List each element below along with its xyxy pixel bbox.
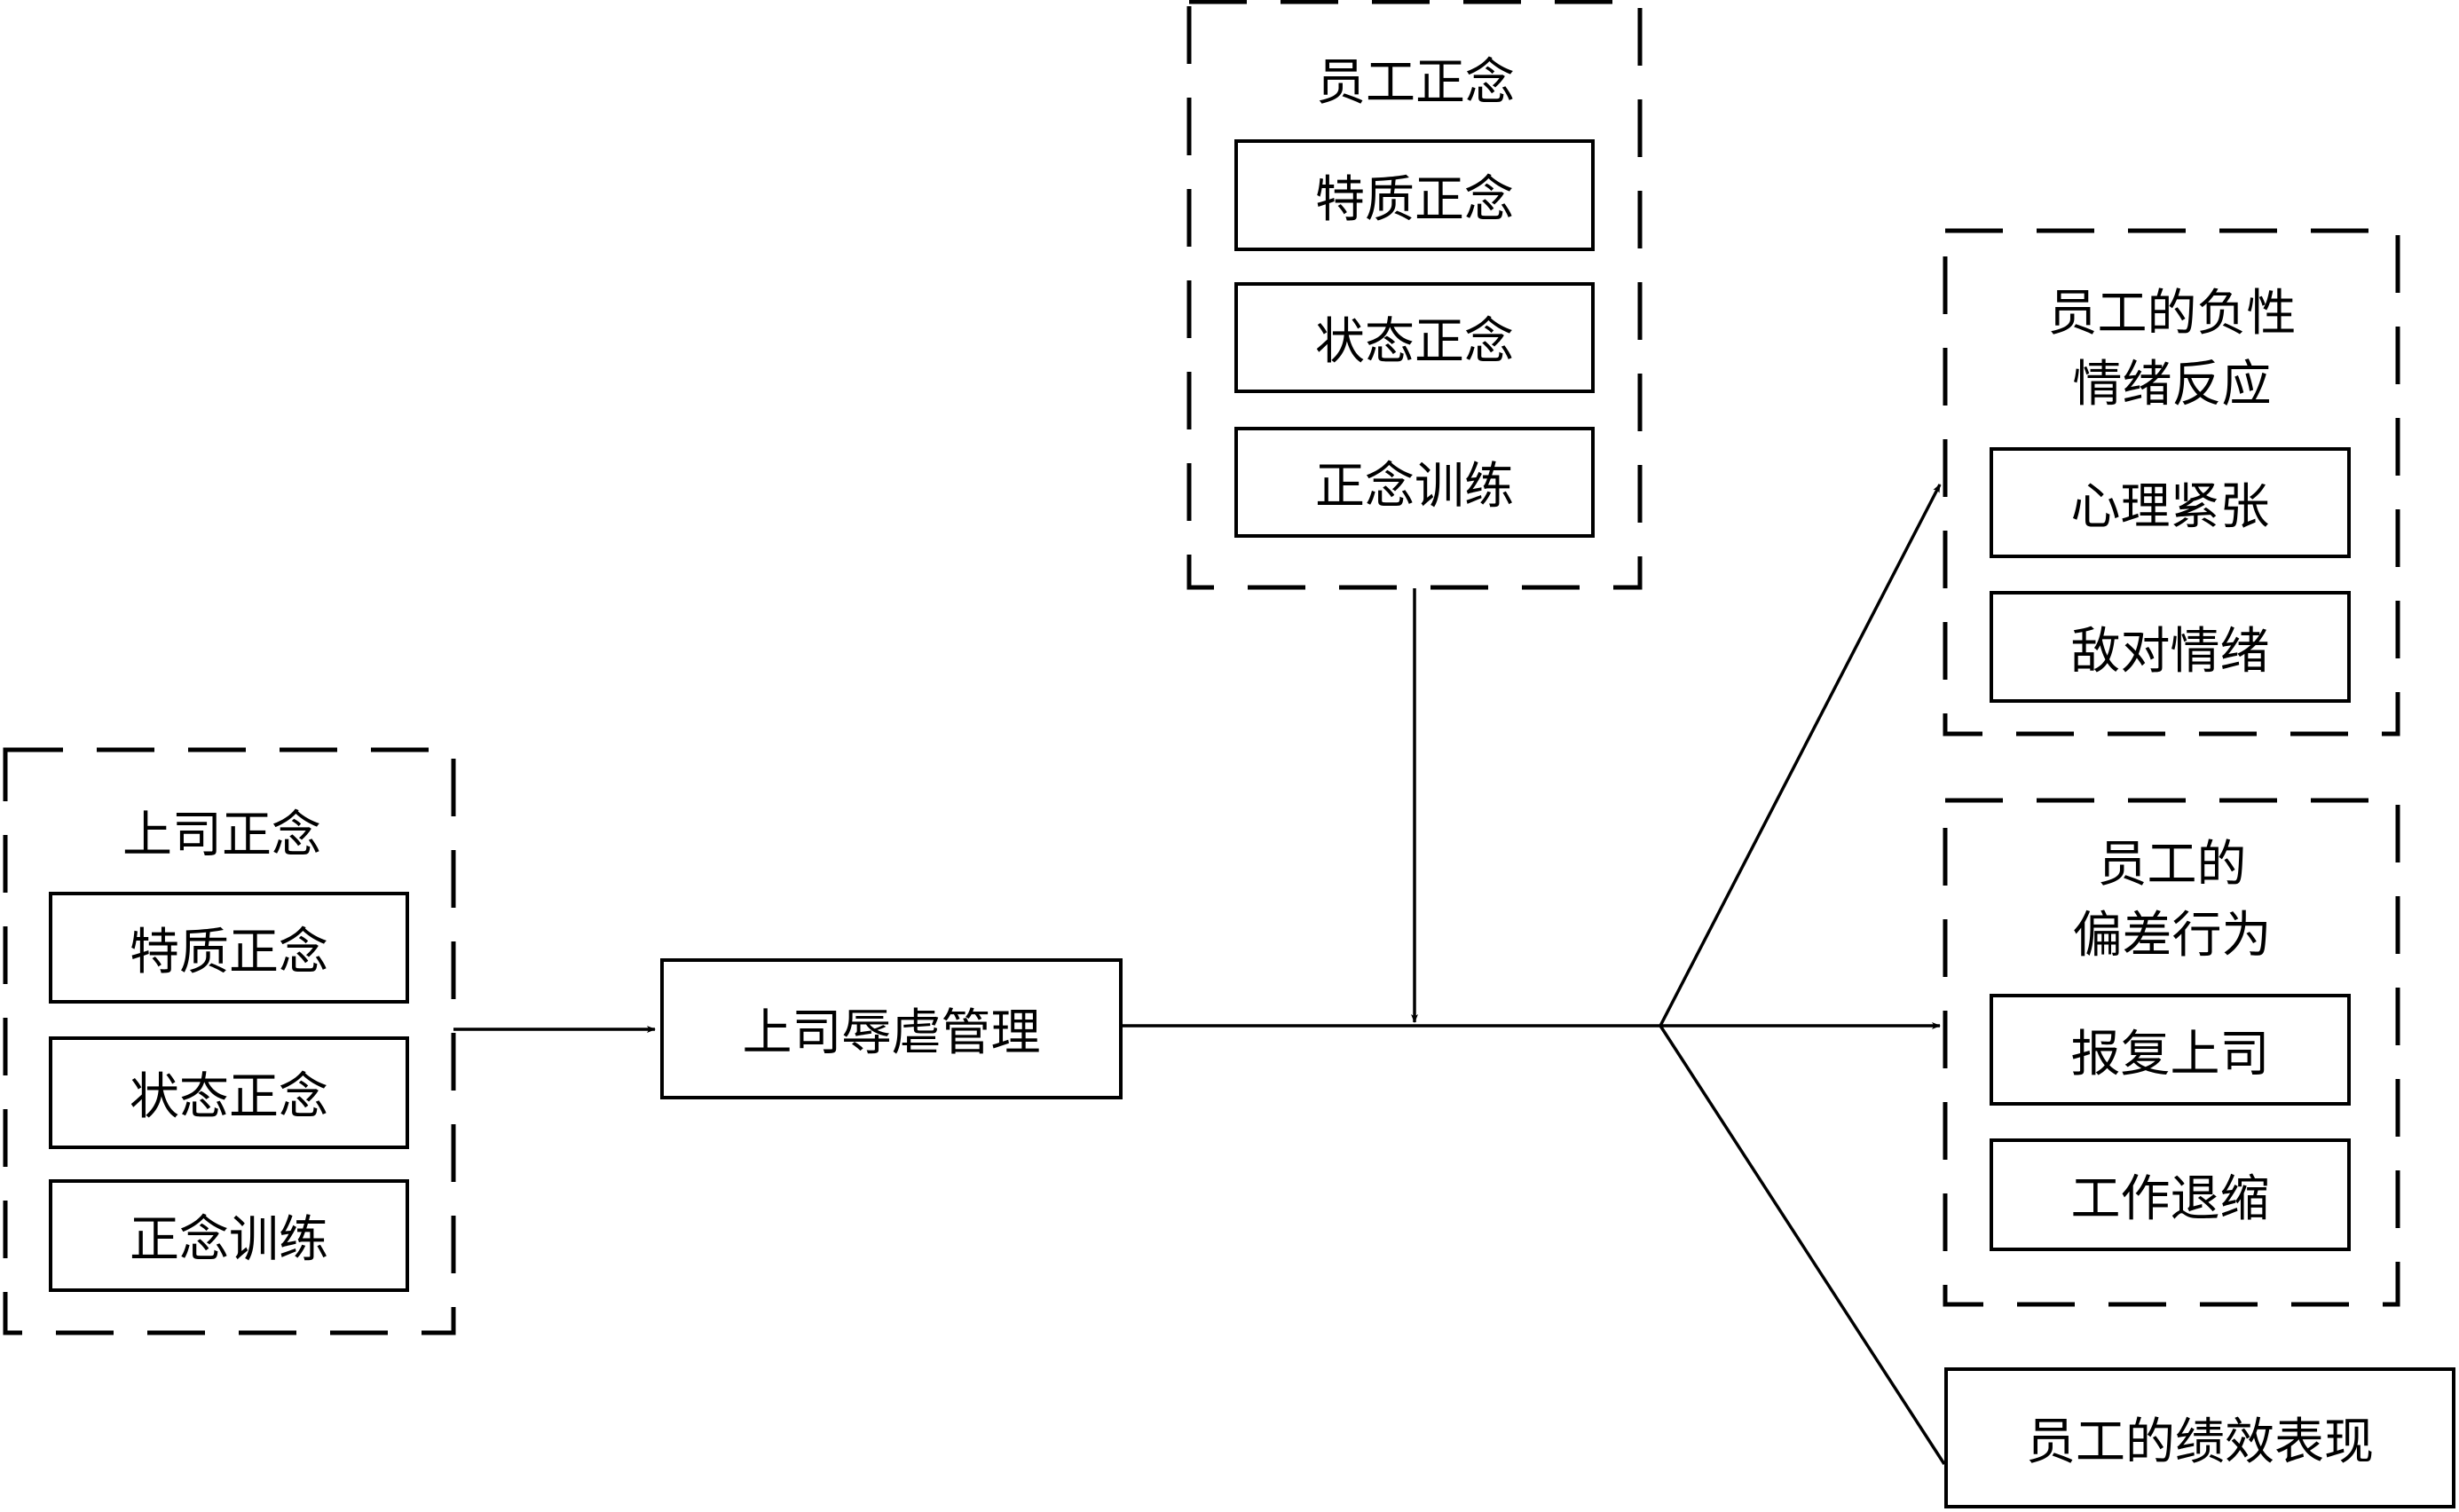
employee-trait-mindfulness-box: 特质正念 (1234, 139, 1595, 251)
negative-emotion-title-line2: 情绪反应 (2072, 356, 2272, 413)
psychological-tension-box: 心理紧张 (1990, 447, 2351, 558)
supervisor-trait-mindfulness-box: 特质正念 (49, 892, 409, 1004)
deviant-behavior-title-line1: 员工的 (2097, 836, 2247, 894)
deviant-behavior-title-line2: 偏差行为 (2072, 907, 2272, 965)
supervisor-state-mindfulness-box: 状态正念 (49, 1036, 409, 1149)
work-withdrawal-box: 工作退缩 (1990, 1138, 2351, 1251)
supervisor-mindfulness-group (3, 747, 456, 1335)
performance-box: 员工的绩效表现 (1944, 1367, 2455, 1508)
employee-mindfulness-title: 员工正念 (1316, 54, 1515, 112)
employee-mindfulness-training-box: 正念训练 (1234, 427, 1595, 538)
supervisor-mindfulness-training-box: 正念训练 (49, 1179, 409, 1292)
negative-emotion-title-line1: 员工的负性 (2047, 285, 2297, 343)
arrow-to-negative-emotion (1659, 484, 1942, 1027)
hostility-box: 敌对情绪 (1990, 591, 2351, 703)
line-to-performance (1659, 1025, 1946, 1465)
negative-emotion-group (1943, 228, 2400, 736)
supervisor-mindfulness-title: 上司正念 (122, 807, 321, 864)
retaliation-box: 报复上司 (1990, 994, 2351, 1106)
employee-state-mindfulness-box: 状态正念 (1234, 282, 1595, 393)
employee-mindfulness-group (1186, 0, 1643, 590)
abusive-supervision-box: 上司辱虐管理 (660, 958, 1123, 1099)
deviant-behavior-group (1943, 798, 2400, 1307)
